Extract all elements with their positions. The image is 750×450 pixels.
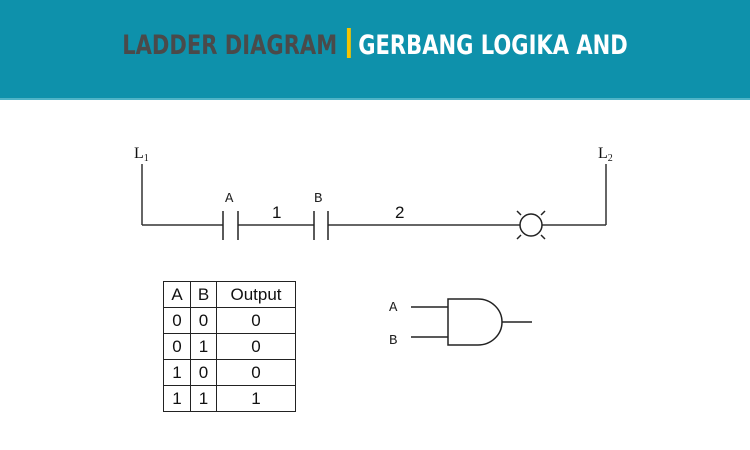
header-b: B: [190, 281, 217, 308]
left-rail-label: L1: [134, 145, 149, 164]
cell-b: 0: [190, 359, 217, 386]
page-title: LADDER DIAGRAM GERBANG LOGIKA AND: [83, 28, 668, 64]
cell-output: 0: [216, 307, 296, 334]
contact-a-label: A: [225, 191, 234, 207]
node-1-label: 1: [272, 203, 281, 222]
gate-input-b-label: B: [389, 333, 397, 349]
title-gerbang-logika: GERBANG LOGIKA AND: [358, 30, 628, 61]
title-separator: [346, 28, 351, 58]
and-gate-icon: [411, 298, 532, 346]
truth-table: A B Output 0 0 0 0 1 0 1 0 0 1 1 1: [163, 281, 296, 412]
contact-b-icon: [313, 211, 329, 240]
cell-output: 0: [216, 333, 296, 360]
title-ladder-diagram: LADDER DIAGRAM: [122, 30, 338, 61]
cell-output: 1: [216, 385, 296, 412]
cell-a: 0: [163, 333, 191, 360]
node-2-label: 2: [395, 203, 404, 222]
gate-input-a-label: A: [389, 300, 398, 316]
cell-b: 1: [190, 385, 217, 412]
table-row: 1 0 0: [163, 359, 296, 386]
contact-a-icon: [222, 211, 239, 240]
cell-output: 0: [216, 359, 296, 386]
table-row: 0 0 0: [163, 307, 296, 334]
cell-a: 0: [163, 307, 191, 334]
header-output: Output: [216, 281, 296, 308]
header-banner: LADDER DIAGRAM GERBANG LOGIKA AND: [0, 0, 750, 100]
table-header-row: A B Output: [163, 281, 296, 308]
table-row: 0 1 0: [163, 333, 296, 360]
lamp-icon: [516, 210, 546, 240]
cell-b: 0: [190, 307, 217, 334]
contact-b-label: B: [314, 191, 322, 207]
header-a: A: [163, 281, 191, 308]
cell-b: 1: [190, 333, 217, 360]
table-row: 1 1 1: [163, 385, 296, 412]
cell-a: 1: [163, 359, 191, 386]
cell-a: 1: [163, 385, 191, 412]
right-rail-label: L2: [598, 145, 613, 164]
